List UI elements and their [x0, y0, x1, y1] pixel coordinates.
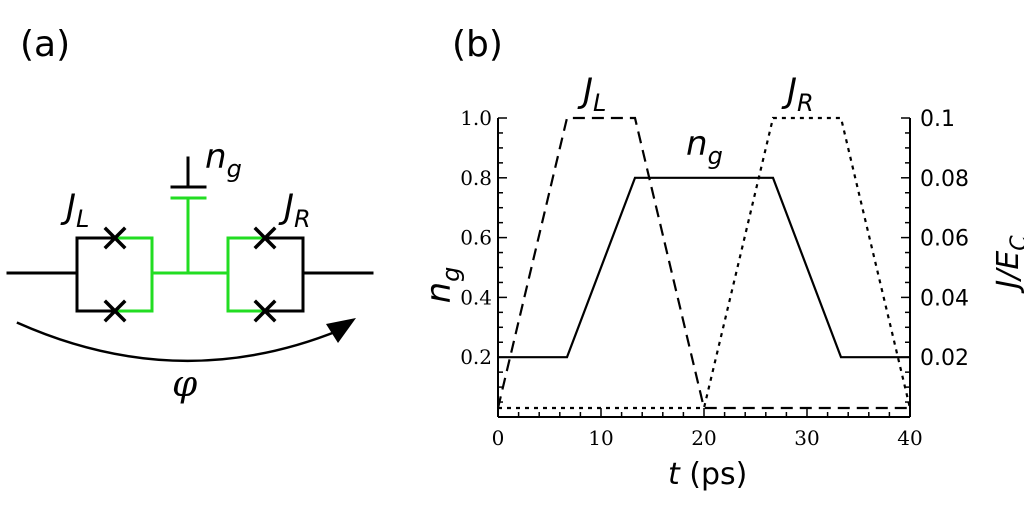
- panel-label-b: (b): [452, 24, 503, 65]
- junction-cross-right-top: [253, 226, 277, 250]
- y-left-tick-label: 0.6: [460, 226, 492, 250]
- y-left-tick-label: 0.4: [460, 285, 492, 309]
- y-right-tick-label: 0.08: [920, 167, 969, 192]
- left-squid-island: [113, 236, 154, 313]
- plot-area: 0 10 20 30 40 0.2 0.4 0.6 0.8 1.0 0.02 0.04 0.06 0.08…: [460, 106, 969, 450]
- annotation-jl: JL: [577, 71, 606, 117]
- x-tick-label: 10: [588, 426, 613, 450]
- y-axis-left-label: ng: [419, 267, 465, 304]
- annotation-jr: JR: [781, 71, 814, 117]
- left-squid-outer: [75, 236, 117, 313]
- junction-cross-left-top: [103, 226, 127, 250]
- y-right-tick-label: 0.1: [920, 107, 955, 132]
- y-left-tick-label: 0.2: [460, 345, 492, 369]
- x-tick-label: 40: [897, 426, 922, 450]
- phase-arrow-head: [326, 318, 356, 343]
- x-tick-label: 30: [794, 426, 819, 450]
- phase-arrow: [16, 321, 342, 363]
- panel-label-a: (a): [20, 24, 70, 65]
- x-tick-label: 0: [492, 426, 505, 450]
- series-line-n-g: [498, 176, 910, 359]
- x-axis-label: t (ps): [668, 457, 747, 492]
- y-left-tick-label: 0.8: [460, 166, 492, 190]
- circuit-diagram: [6, 156, 374, 363]
- y-right-tick-label: 0.06: [920, 227, 969, 252]
- junction-cross-left-bottom: [103, 299, 127, 323]
- y-right-tick-label: 0.04: [920, 286, 969, 311]
- y-right-tick-label: 0.02: [920, 346, 969, 371]
- phase-label: φ: [172, 364, 198, 405]
- x-tick-label: 20: [691, 426, 716, 450]
- gate-charge-label: ng: [205, 137, 242, 183]
- right-junction-label: JR: [278, 187, 311, 233]
- series-line-j-l: [496, 116, 910, 410]
- right-squid-outer: [263, 236, 305, 313]
- right-squid-island: [226, 236, 267, 313]
- y-left-tick-label: 1.0: [460, 106, 492, 130]
- series-line-j-r: [498, 116, 912, 410]
- annotation-ng: ng: [686, 124, 723, 170]
- y-axis-right-label: J/EC: [991, 235, 1024, 294]
- left-junction-label: JL: [60, 187, 89, 233]
- junction-cross-right-bottom: [253, 299, 277, 323]
